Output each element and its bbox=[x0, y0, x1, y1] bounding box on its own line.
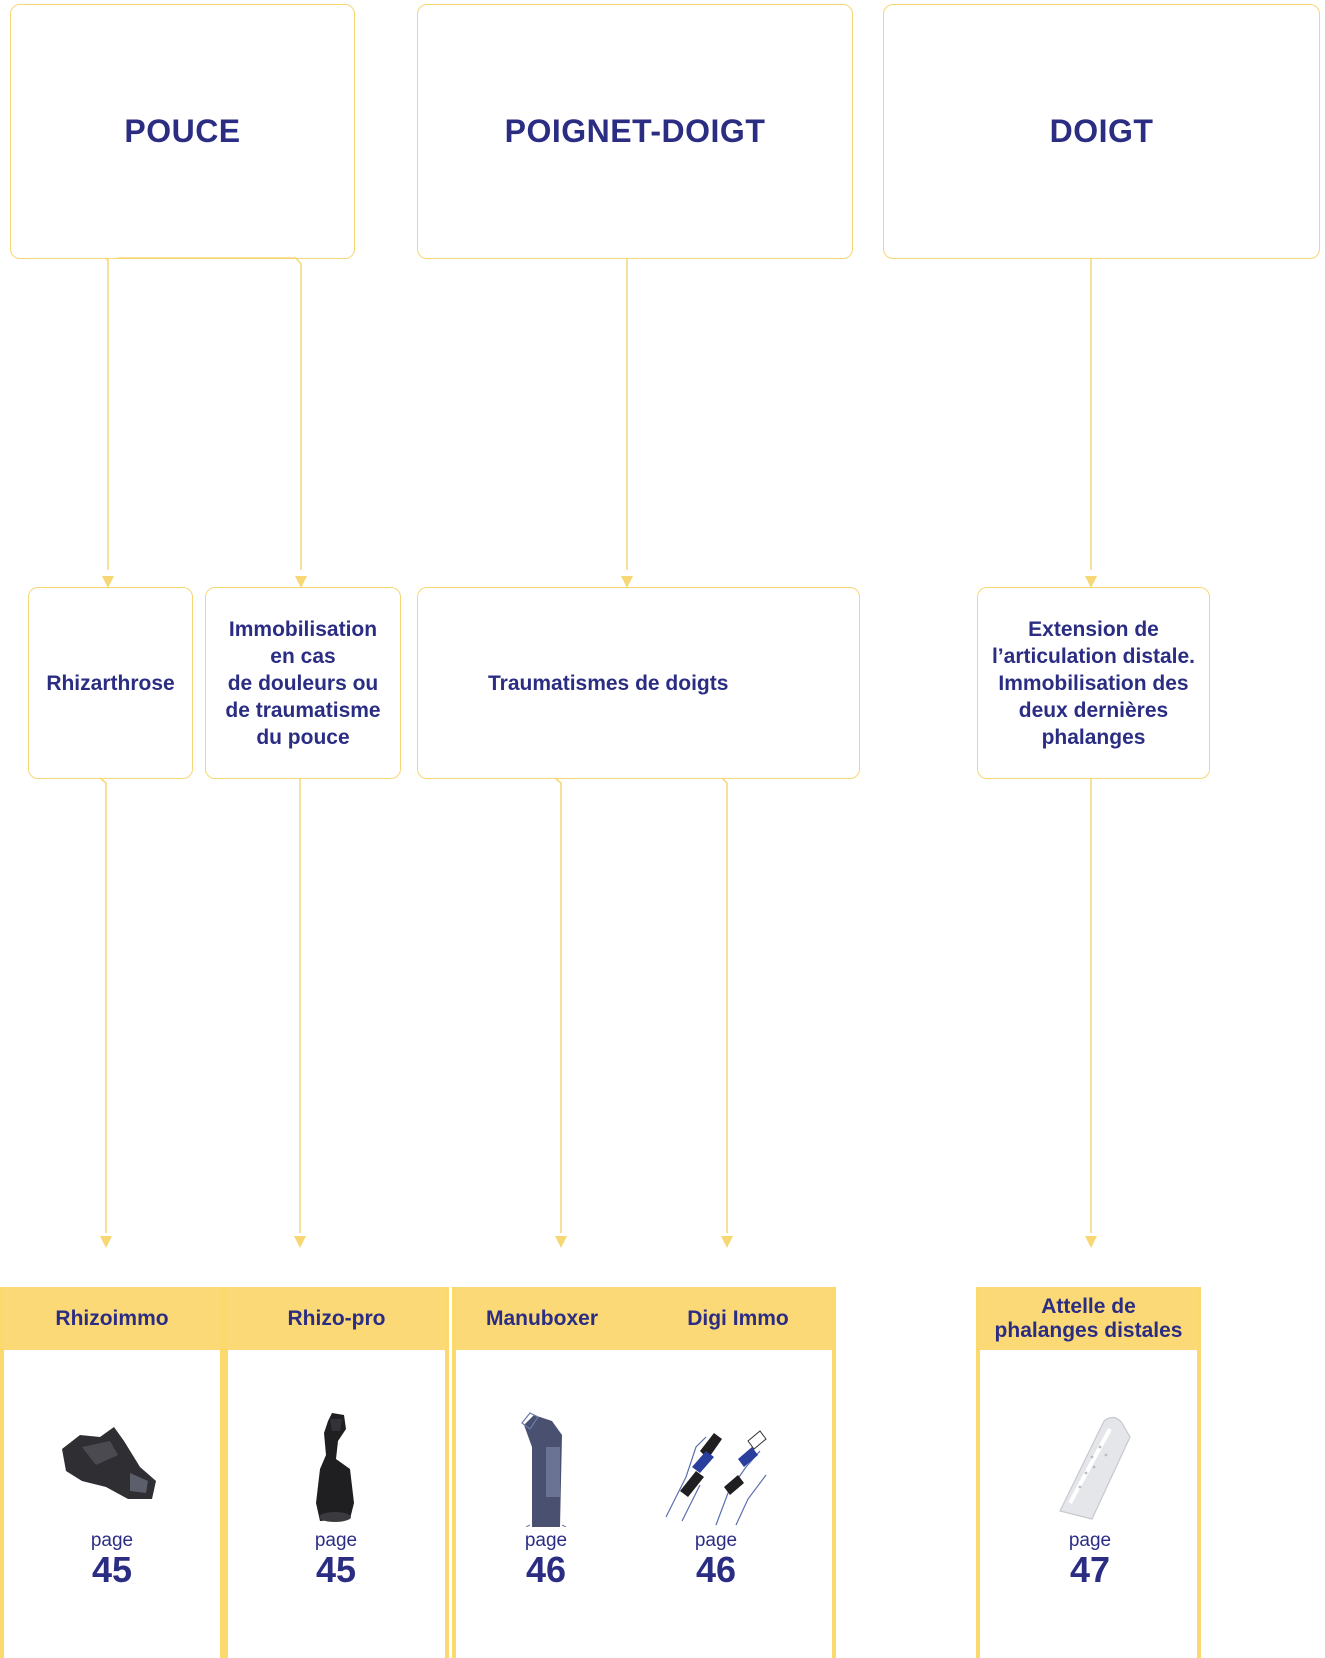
connector-pouce-immobilisation bbox=[118, 257, 302, 570]
connector-traumatismes-manuboxer bbox=[554, 777, 562, 1233]
product-manuboxer[interactable]: page 46 bbox=[486, 1407, 606, 1589]
page-label: page bbox=[524, 1530, 568, 1551]
card-header bbox=[4, 1287, 220, 1350]
thumb-brace-image bbox=[316, 1413, 354, 1522]
category-box-poignet-doigt: POIGNET-DOIGT bbox=[417, 4, 853, 259]
card-header bbox=[456, 1287, 832, 1350]
category-title-doigt: DOIGT bbox=[1049, 113, 1154, 149]
arrowhead bbox=[1085, 1236, 1097, 1248]
hand-brace-image bbox=[521, 1412, 567, 1527]
product-rhizo-pro[interactable]: page 45 bbox=[276, 1407, 396, 1589]
product-card-attelle[interactable]: Attelle de phalanges distales page 47 bbox=[976, 1287, 1201, 1658]
product-card-rhizoimmo[interactable]: Rhizoimmo page 45 bbox=[0, 1287, 224, 1658]
product-card-manuboxer-digi-immo[interactable]: Manuboxer Digi Immo page 46 page 46 bbox=[452, 1287, 836, 1658]
product-digi-immo[interactable]: page 46 bbox=[656, 1407, 776, 1589]
arrowhead bbox=[102, 576, 114, 588]
page-label: page bbox=[1068, 1530, 1112, 1551]
product-rhizoimmo[interactable]: page 45 bbox=[52, 1407, 172, 1589]
arrowhead bbox=[555, 1236, 567, 1248]
product-name-manuboxer: Manuboxer bbox=[485, 1306, 598, 1330]
page-number[interactable]: 46 bbox=[695, 1549, 737, 1590]
card-header bbox=[980, 1287, 1197, 1350]
product-name-attelle: Attelle de phalanges distales bbox=[994, 1294, 1183, 1342]
arrowhead bbox=[294, 1236, 306, 1248]
product-card-rhizo-pro[interactable]: Rhizo-pro page 45 bbox=[224, 1287, 449, 1658]
indication-box-rhizarthrose: Rhizarthrose bbox=[28, 587, 193, 779]
connector-traumatismes-digiimmo bbox=[721, 777, 728, 1233]
category-box-pouce: POUCE bbox=[10, 4, 355, 259]
page-number[interactable]: 46 bbox=[525, 1549, 567, 1590]
arrowhead bbox=[721, 1236, 733, 1248]
indication-box-traumatismes: Traumatismes de doigts bbox=[417, 587, 860, 779]
product-name-rhizoimmo: Rhizoimmo bbox=[55, 1306, 169, 1330]
wrist-brace-image bbox=[62, 1427, 156, 1499]
page-label: page bbox=[90, 1530, 134, 1551]
indication-box-extension: Extension de l’articulation distale. Imm… bbox=[977, 587, 1210, 779]
product-name-rhizo-pro: Rhizo-pro bbox=[287, 1306, 386, 1330]
indication-box-immobilisation: Immobilisation en cas de douleurs ou de … bbox=[205, 587, 401, 779]
page-label: page bbox=[314, 1530, 358, 1551]
connector-rhizarthrose-rhizoimmo bbox=[99, 777, 107, 1233]
arrowhead bbox=[295, 576, 307, 588]
indication-traumatismes-doigts: Traumatismes de doigts bbox=[488, 671, 729, 695]
page-number[interactable]: 45 bbox=[315, 1549, 357, 1590]
indication-rhizarthrose: Rhizarthrose bbox=[46, 671, 175, 695]
finger-splint-image bbox=[665, 1430, 767, 1526]
category-title-poignet-doigt: POIGNET-DOIGT bbox=[504, 113, 766, 149]
product-name-digi-immo: Digi Immo bbox=[687, 1306, 789, 1330]
product-attelle[interactable]: page 47 bbox=[1030, 1407, 1150, 1589]
indication-extension-distale: Extension de l’articulation distale. Imm… bbox=[991, 617, 1196, 749]
card-header bbox=[228, 1287, 445, 1350]
category-box-doigt: DOIGT bbox=[883, 4, 1320, 259]
page-label: page bbox=[694, 1530, 738, 1551]
page-number[interactable]: 47 bbox=[1069, 1549, 1111, 1590]
arrowhead bbox=[1085, 576, 1097, 588]
connector-pouce-rhizarthrose bbox=[104, 257, 109, 570]
indication-immobilisation-pouce: Immobilisation en cas de douleurs ou de … bbox=[225, 617, 381, 749]
category-title-pouce: POUCE bbox=[124, 113, 241, 149]
arrowhead bbox=[100, 1236, 112, 1248]
arrowhead bbox=[621, 576, 633, 588]
phalanx-splint-image bbox=[1059, 1416, 1131, 1520]
page-number[interactable]: 45 bbox=[91, 1549, 133, 1590]
